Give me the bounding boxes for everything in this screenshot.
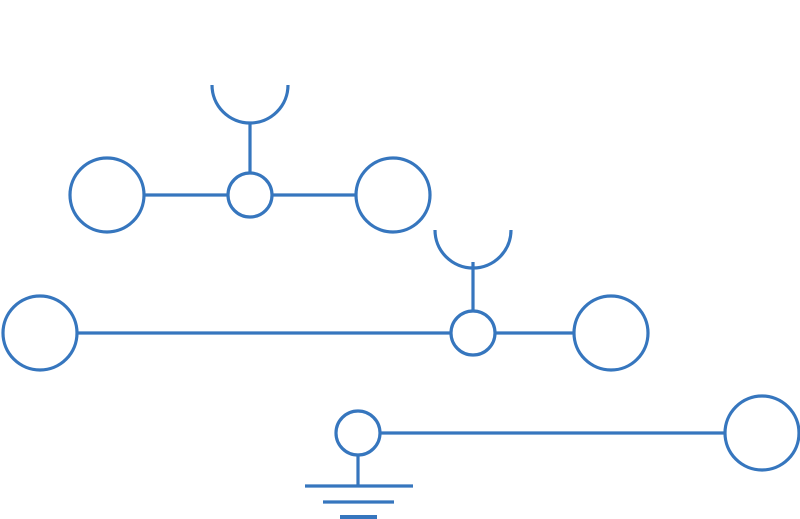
- junction-circle: [226, 171, 274, 219]
- level-1: [68, 84, 432, 234]
- terminal-circle: [572, 294, 650, 372]
- terminal-circle: [1, 294, 79, 372]
- level-2: [1, 229, 650, 372]
- junction-circle: [449, 309, 497, 357]
- junction-circle: [334, 409, 382, 457]
- level-3: [305, 394, 800, 519]
- plug-socket-icon: [210, 84, 290, 125]
- ground-icon: [305, 484, 413, 519]
- terminal-circle: [723, 394, 800, 472]
- plug-socket-icon: [433, 229, 513, 270]
- terminal-circle: [68, 156, 146, 234]
- terminal-circle: [354, 156, 432, 234]
